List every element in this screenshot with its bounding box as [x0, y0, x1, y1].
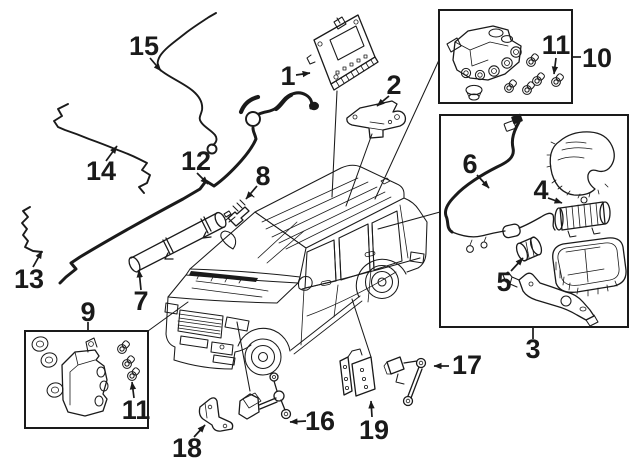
callout-label-19[interactable]: 19	[359, 415, 389, 445]
callout-label-4[interactable]: 4	[533, 175, 548, 205]
callout-7[interactable]: 7	[133, 269, 149, 316]
air-fittings-11b	[115, 338, 142, 383]
air-tank-7	[128, 210, 232, 273]
callout-label-10[interactable]: 10	[582, 43, 612, 73]
callout-label-14[interactable]: 14	[86, 156, 116, 186]
callout-2[interactable]: 2	[376, 70, 402, 107]
module-bracket-2	[346, 100, 407, 139]
callout-label-7[interactable]: 7	[133, 286, 148, 316]
sensor-bracket-19	[339, 348, 376, 397]
valve-block-10	[446, 25, 522, 81]
callout-14[interactable]: 14	[86, 145, 118, 186]
callout-10[interactable]: 10	[573, 43, 612, 73]
sensor-bracket-18	[198, 397, 234, 432]
callout-label-17[interactable]: 17	[452, 350, 482, 380]
callout-label-11b[interactable]: 11	[122, 395, 151, 425]
callout-label-11a[interactable]: 11	[542, 30, 571, 60]
mounting-bracket-kit	[502, 271, 599, 327]
callout-label-9[interactable]: 9	[80, 297, 95, 327]
callout-label-12[interactable]: 12	[181, 146, 211, 176]
compressor-4	[554, 196, 611, 238]
callout-label-1[interactable]: 1	[280, 61, 295, 91]
plug-grommet	[465, 84, 483, 101]
callout-1[interactable]: 1	[280, 61, 311, 91]
callout-18[interactable]: 18	[172, 424, 206, 463]
callout-6[interactable]: 6	[462, 149, 490, 189]
callout-19[interactable]: 19	[359, 400, 389, 445]
harness-6	[444, 113, 556, 253]
leader-lines	[147, 59, 441, 392]
callout-15[interactable]: 15	[129, 31, 162, 72]
callout-13[interactable]: 13	[14, 250, 44, 294]
callout-12[interactable]: 12	[181, 146, 211, 185]
callout-3[interactable]: 3	[525, 327, 541, 364]
callout-label-18[interactable]: 18	[172, 433, 202, 463]
pressure-sensor-8	[225, 194, 255, 227]
compressor-cover	[546, 131, 615, 199]
callout-4[interactable]: 4	[533, 175, 563, 205]
harness-12-connector	[309, 101, 319, 111]
harness-14	[53, 103, 151, 194]
callout-label-2[interactable]: 2	[386, 70, 401, 100]
callout-17[interactable]: 17	[433, 350, 482, 380]
height-sensor-17	[383, 356, 427, 407]
harness-12	[58, 91, 319, 285]
callout-11b[interactable]: 11	[122, 381, 151, 425]
muffler-5	[515, 236, 543, 262]
callout-label-6[interactable]: 6	[462, 149, 477, 179]
vehicle-illustration	[164, 164, 428, 376]
callout-16[interactable]: 16	[289, 406, 335, 436]
callout-label-3[interactable]: 3	[525, 334, 540, 364]
callout-label-5[interactable]: 5	[496, 267, 511, 297]
height-sensor-16	[238, 372, 292, 420]
suspension-control-module	[306, 14, 379, 91]
lower-tray	[552, 237, 627, 297]
valve-block-kit-box	[438, 9, 573, 104]
callout-9[interactable]: 9	[80, 297, 96, 331]
callout-8[interactable]: 8	[245, 161, 271, 200]
callout-label-16[interactable]: 16	[305, 406, 335, 436]
callout-label-13[interactable]: 13	[14, 264, 44, 294]
compressor-kit-box	[439, 113, 629, 328]
callout-11a[interactable]: 11	[542, 30, 571, 75]
harness-13	[21, 206, 43, 253]
valve-block-kit-box-2	[24, 330, 149, 429]
valve-block-9	[61, 337, 109, 417]
grommets	[31, 336, 64, 398]
callout-5[interactable]: 5	[496, 257, 524, 297]
callout-label-15[interactable]: 15	[129, 31, 159, 61]
callout-label-8[interactable]: 8	[255, 161, 270, 191]
harness-15	[156, 12, 218, 155]
